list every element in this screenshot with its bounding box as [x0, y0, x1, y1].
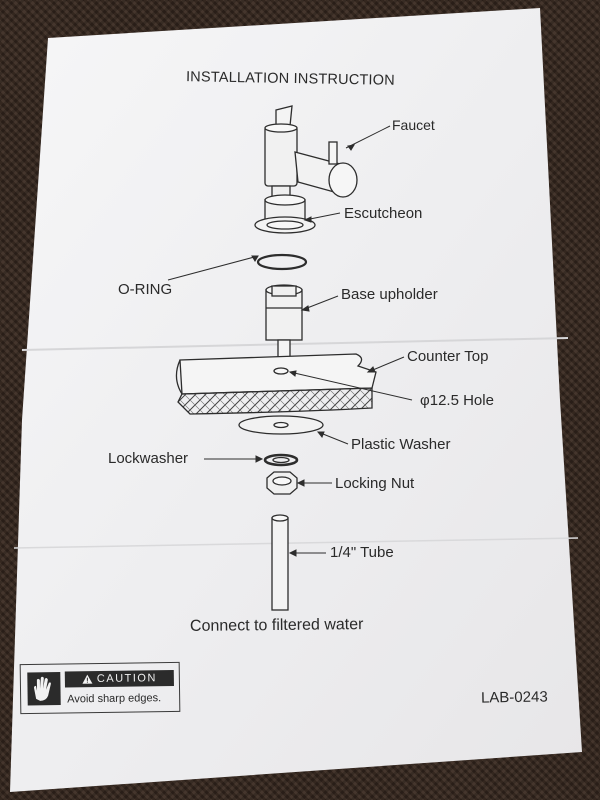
document-title: INSTALLATION INSTRUCTION	[185, 69, 396, 89]
o-ring-part	[256, 253, 308, 271]
label-plastic-washer: Plastic Washer	[351, 436, 451, 453]
escutcheon-part	[254, 194, 316, 234]
caution-label: CAUTION Avoid sharp edges.	[19, 661, 181, 715]
counter-top-part	[175, 353, 377, 415]
exploded-diagram	[175, 105, 377, 611]
label-escutcheon: Escutcheon	[344, 205, 423, 222]
warning-triangle-icon	[82, 674, 93, 684]
label-lockwasher: Lockwasher	[108, 450, 189, 467]
label-counter-top: Counter Top	[407, 348, 489, 365]
caution-text: Avoid sharp edges.	[67, 692, 162, 706]
connect-instruction: Connect to filtered water	[189, 616, 364, 635]
label-faucet: Faucet	[392, 117, 435, 133]
leader-lines	[167, 125, 413, 557]
label-tube: 1/4" Tube	[330, 544, 394, 561]
label-o-ring: O-RING	[118, 281, 173, 298]
hand-icon	[27, 672, 61, 706]
caution-header: CAUTION	[64, 669, 174, 688]
plastic-washer-part	[238, 415, 324, 435]
fold-crease	[21, 337, 569, 351]
locking-nut-part	[266, 471, 298, 495]
label-locking-nut: Locking Nut	[335, 475, 415, 492]
label-hole: φ12.5 Hole	[420, 392, 494, 409]
label-base-upholder: Base upholder	[341, 286, 438, 303]
document-code: LAB-0243	[480, 688, 548, 707]
lockwasher-part	[263, 453, 299, 467]
fold-crease	[13, 537, 579, 549]
faucet-part	[264, 105, 358, 201]
tube-part	[271, 514, 289, 611]
hole-mark	[273, 367, 289, 375]
caution-header-text: CAUTION	[96, 672, 157, 686]
